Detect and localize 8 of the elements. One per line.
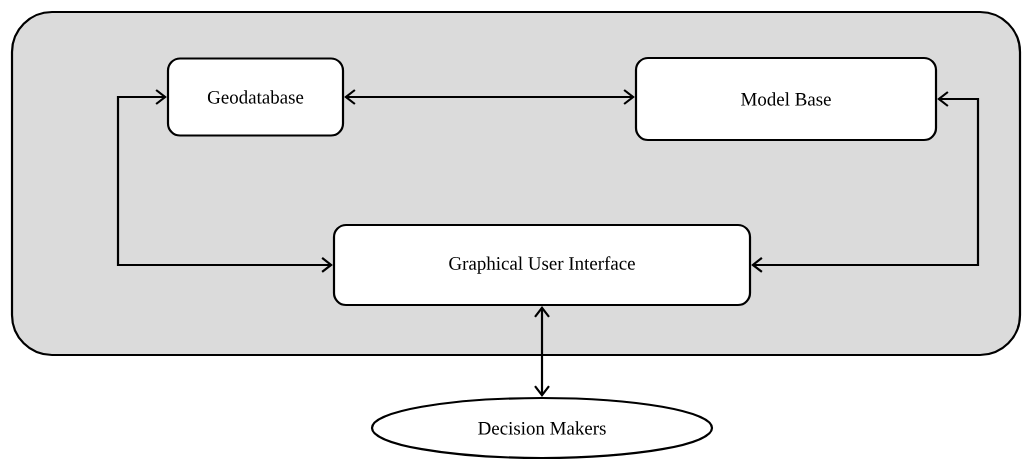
arrow: [344, 89, 635, 105]
arrow: [751, 91, 980, 273]
arrow: [534, 306, 550, 397]
process-box: Geodatabase: [166, 57, 345, 137]
process-box: Graphical User Interface: [332, 223, 752, 307]
ellipse-node: Decision Makers: [370, 396, 714, 460]
process-box: Model Base: [634, 56, 938, 142]
arrow: [116, 89, 333, 273]
